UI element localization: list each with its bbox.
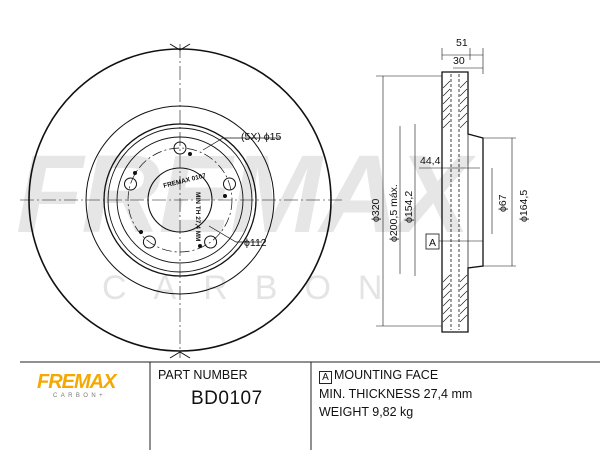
- mounting-face-marker: A: [319, 371, 332, 384]
- hat-outer-circle: [103, 123, 257, 277]
- dim-hub-bore: ϕ67: [497, 194, 509, 212]
- part-number-label: PART NUMBER: [158, 368, 248, 382]
- weight: WEIGHT 9,82 kg: [319, 405, 414, 419]
- fremax-logo: FREMAX CARBON+: [37, 372, 129, 400]
- dim-max-diameter: ϕ200,5 máx.: [388, 184, 400, 242]
- section-view: 51 30 44,4 ϕ320 ϕ200,5 máx.: [370, 37, 530, 333]
- dim-total-width: 51: [456, 37, 468, 49]
- part-number: BD0107: [191, 388, 263, 409]
- center-bore-label: ϕ112: [244, 237, 267, 249]
- friction-inner-circle: [85, 105, 275, 295]
- bolt-threads: [133, 152, 227, 248]
- disc-marking-right: MIN TH 27,4 MM: [194, 192, 201, 241]
- front-view: FREMAX 0107 MIN TH 27,4 MM (5X) ϕ15 ϕ112: [20, 43, 345, 359]
- bolt-holes: [124, 141, 236, 249]
- dim-hat-width: 30: [453, 55, 465, 67]
- dim-hat-bore: 44,4: [420, 155, 441, 167]
- outer-rim-circle: [28, 48, 332, 352]
- dim-hat-diameter: ϕ164,5: [518, 190, 530, 222]
- min-thickness: MIN. THICKNESS 27,4 mm: [319, 387, 473, 401]
- watermark-sub: CARBON: [102, 269, 409, 307]
- face-marker-a: A: [429, 237, 436, 249]
- dim-inner-diameter: ϕ154,2: [403, 191, 415, 223]
- bolt-hole-label: (5X) ϕ15: [241, 131, 281, 143]
- logo-main: FREMAX: [37, 371, 116, 393]
- center-bore-circle: [147, 167, 213, 233]
- title-block-frame: [20, 361, 600, 450]
- dim-outer-diameter: ϕ320: [370, 198, 382, 222]
- logo-sub: CARBON+: [53, 393, 106, 399]
- bolt-circle: [127, 147, 233, 253]
- mounting-face-label: MOUNTING FACE: [334, 368, 439, 382]
